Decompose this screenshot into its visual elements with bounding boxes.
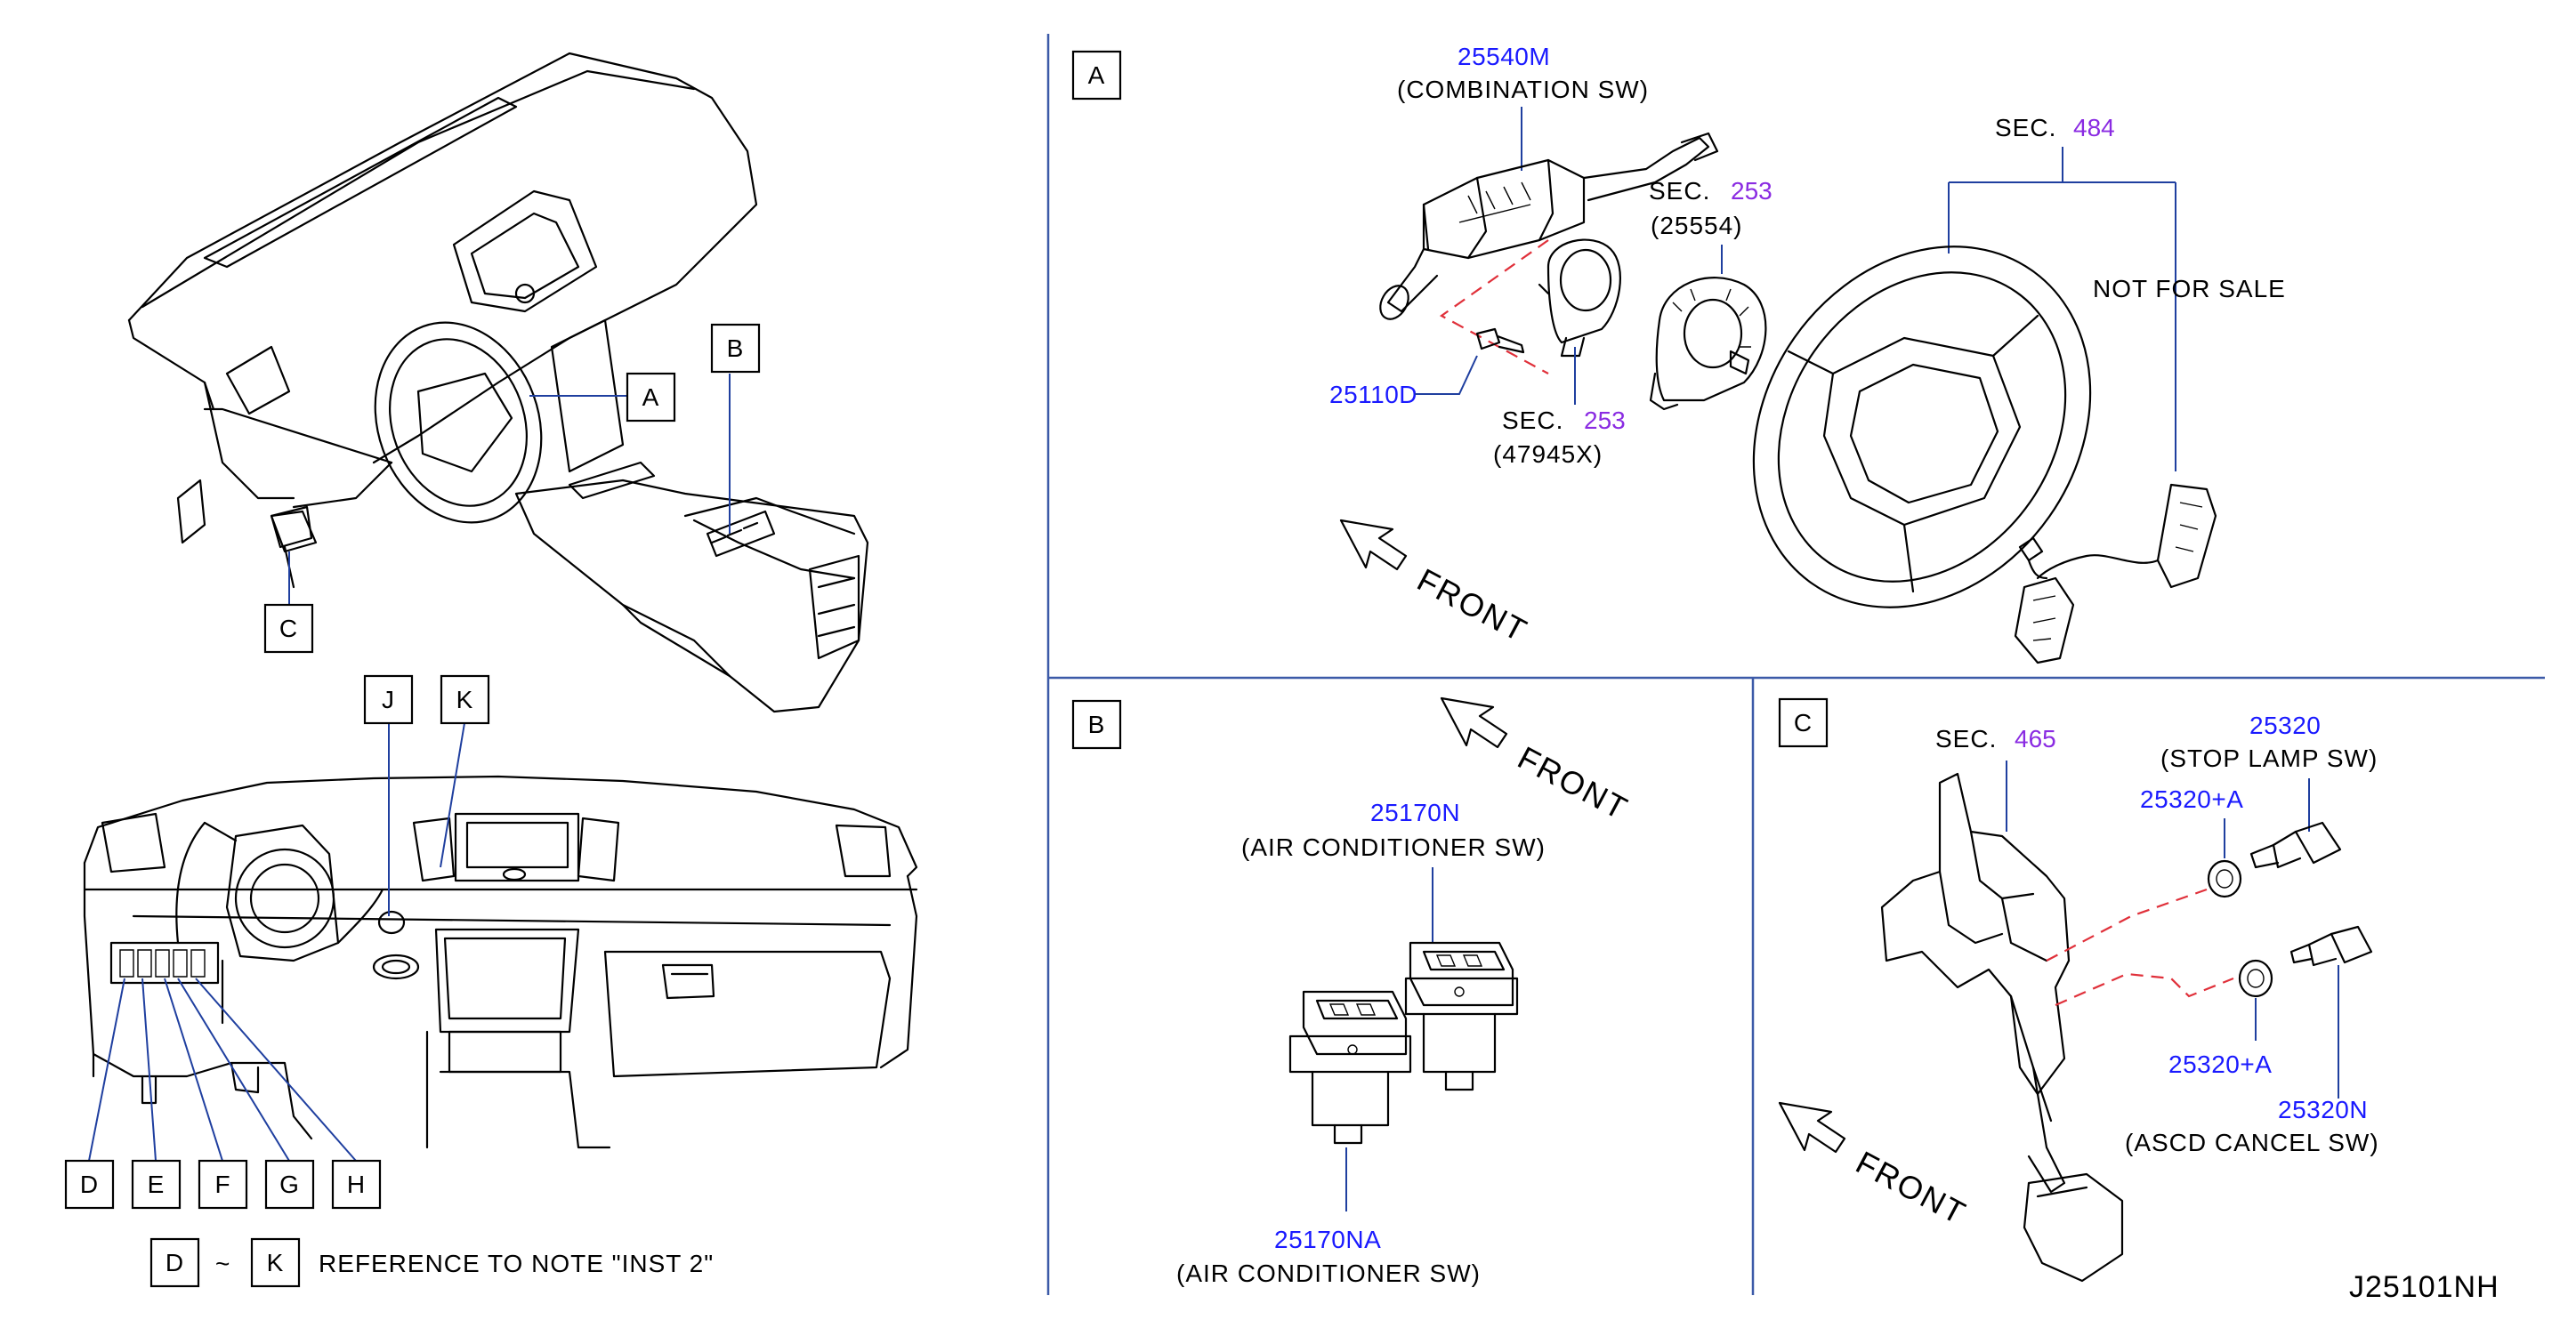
callout-k: K [440, 674, 490, 725]
reference-note: D ~ K REFERENCE TO NOTE "INST 2" [149, 1237, 714, 1288]
ac-switch-1-description: (AIR CONDITIONER SW) [1241, 833, 1546, 861]
sec3-label: SEC. [1995, 114, 2056, 141]
not-for-sale-text: NOT FOR SALE [2093, 275, 2286, 302]
sec2-label: SEC. [1502, 406, 1563, 434]
sec2-number: 253 [1584, 406, 1626, 434]
screw-part-number: 25110D [1329, 381, 1417, 408]
panel-dividers [1046, 34, 2545, 1295]
ac-switch-2-drawing [1288, 990, 1412, 1145]
brake-pedal-drawing [1880, 772, 2124, 1283]
callout-a-label: A [642, 383, 659, 411]
clip-1-drawing [2207, 859, 2242, 898]
callout-g: G [264, 1159, 315, 1210]
callout-f: F [198, 1159, 248, 1210]
panel-c-tag: C [1794, 709, 1812, 736]
ascd-cancel-switch-description: (ASCD CANCEL SW) [2125, 1129, 2379, 1156]
dashboard-leaders [88, 722, 465, 1162]
callout-j: J [363, 674, 414, 725]
sec1-label: SEC. [1649, 177, 1710, 205]
panel-c: C SEC. 465 25320 (STOP LAMP SW) 2532 [1778, 697, 2379, 1283]
dashboard-front-view [83, 775, 918, 1149]
callout-k-label: K [456, 686, 473, 713]
ref-from-label: D [166, 1249, 183, 1276]
ac-switch-1-drawing [1404, 941, 1519, 1091]
sec1-part: (25554) [1651, 212, 1743, 239]
clip-1-part-number: 25320+A [2140, 785, 2243, 813]
pedal-sec-label: SEC. [1935, 725, 1997, 753]
front-arrow-a: FRONT [1339, 519, 1534, 649]
callout-e-label: E [148, 1171, 165, 1198]
callout-c: C [263, 603, 314, 654]
sec2-part: (47945X) [1493, 440, 1603, 468]
callout-b: B [710, 323, 761, 374]
ref-to-label: K [267, 1249, 284, 1276]
callout-h-label: H [347, 1171, 365, 1198]
clip-2-part-number: 25320+A [2168, 1050, 2272, 1078]
ac-switch-1-part-number: 25170N [1370, 799, 1460, 826]
ac-switch-2-description: (AIR CONDITIONER SW) [1176, 1260, 1481, 1287]
stop-lamp-switch-drawing [2249, 821, 2342, 869]
clip-2-drawing [2238, 959, 2273, 998]
stop-lamp-switch-description: (STOP LAMP SW) [2160, 745, 2378, 772]
instrument-panel-overview [127, 52, 869, 713]
pedal-sec-number: 465 [2015, 725, 2056, 753]
drawing-code: J25101NH [2349, 1270, 2499, 1304]
panel-b: B FRONT 25170N (AIR CONDITIONER SW) [1071, 696, 1635, 1287]
panel-a-tag: A [1088, 61, 1105, 89]
combination-switch-description: (COMBINATION SW) [1397, 76, 1649, 103]
steering-switch-drawing [2014, 483, 2217, 664]
callout-f-label: F [214, 1171, 230, 1198]
ascd-cancel-switch-part-number: 25320N [2278, 1096, 2368, 1123]
front-label-a: FRONT [1411, 561, 1534, 649]
callout-d-label: D [80, 1171, 98, 1198]
callout-b-label: B [727, 334, 744, 362]
front-arrow-b: FRONT [1440, 696, 1635, 827]
callout-e: E [131, 1159, 182, 1210]
combination-switch-drawing [1379, 132, 1719, 320]
spiral-cable-drawing [1649, 277, 1767, 411]
steering-angle-sensor-drawing [1538, 238, 1621, 358]
front-arrow-c: FRONT [1778, 1101, 1973, 1232]
callout-c-label: C [279, 615, 297, 642]
steering-wheel-drawing [1752, 245, 2092, 608]
ref-tilde: ~ [215, 1250, 230, 1277]
front-label-c: FRONT [1850, 1144, 1973, 1232]
callout-a: A [626, 372, 676, 423]
ac-switch-2-part-number: 25170NA [1274, 1226, 1381, 1253]
callout-j-label: J [382, 686, 394, 713]
sec3-number: 484 [2073, 114, 2115, 141]
panel-a: A 25540M (COMBINATION SW) [1071, 43, 2286, 664]
callout-d: D [64, 1159, 115, 1210]
screw-drawing [1475, 327, 1525, 354]
ref-text: REFERENCE TO NOTE "INST 2" [319, 1250, 714, 1277]
callout-g-label: G [279, 1171, 299, 1198]
callout-h: H [331, 1159, 382, 1210]
overview-leaders [288, 374, 731, 605]
ascd-cancel-switch-drawing [2289, 925, 2373, 967]
panel-b-tag: B [1088, 711, 1105, 738]
stop-lamp-switch-part-number: 25320 [2249, 712, 2321, 739]
combination-switch-part-number: 25540M [1458, 43, 1550, 70]
sec1-number: 253 [1731, 177, 1773, 205]
front-label-b: FRONT [1512, 739, 1635, 827]
